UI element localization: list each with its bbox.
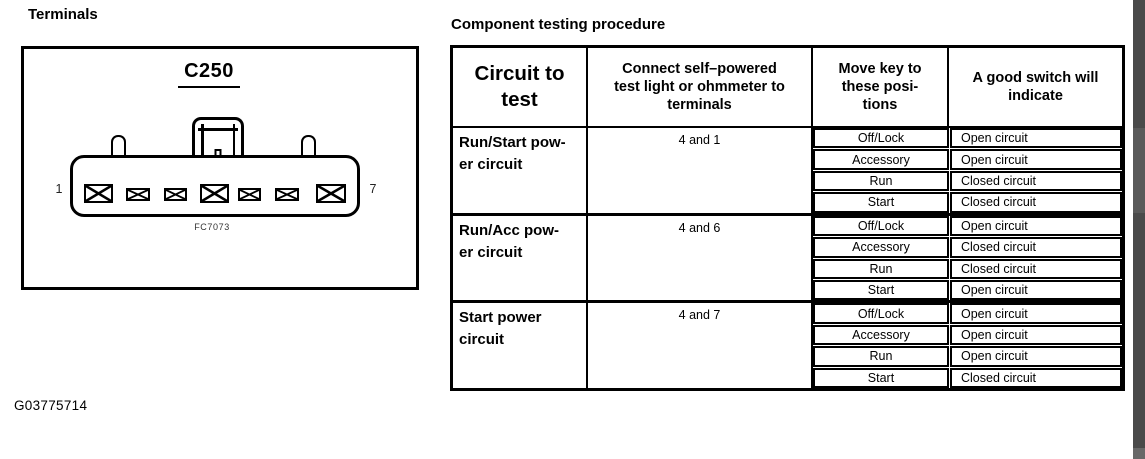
- key-position-cell: Accessory: [813, 324, 949, 346]
- scrollbar-thumb[interactable]: [1133, 128, 1145, 213]
- latch-left-rail: [201, 124, 204, 158]
- connector-name-label: C250: [178, 60, 240, 88]
- key-position-cell: Accessory: [813, 149, 949, 170]
- circuit-name-cell: Start power circuit: [453, 303, 588, 389]
- header-move-key: Move key to these posi- tions: [813, 48, 949, 126]
- terminal-pin-1: [84, 184, 113, 203]
- result-cell: Open circuit: [950, 149, 1122, 170]
- table-header-row: Circuit to test Connect self–powered tes…: [453, 48, 1122, 128]
- connector-latch: [192, 117, 244, 158]
- terminal-pin-4: [200, 184, 229, 203]
- header-connect-terminals: Connect self–powered test light or ohmme…: [588, 48, 813, 126]
- terminals-cell: 4 and 1: [588, 128, 813, 213]
- scrollbar-track[interactable]: [1133, 0, 1145, 459]
- connector-label-wrap: C250: [24, 60, 394, 88]
- header-circuit-to-test: Circuit to test: [453, 48, 588, 126]
- test-subrow: Accessory Open circuit: [813, 149, 1122, 170]
- result-cell: Open circuit: [950, 346, 1122, 367]
- result-cell: Open circuit: [950, 324, 1122, 346]
- terminal-pin-7: [316, 184, 346, 203]
- key-position-cell: Start: [813, 367, 949, 389]
- component-testing-table: Circuit to test Connect self–powered tes…: [450, 45, 1125, 391]
- table-row: Start power circuit 4 and 7 Off/Lock Ope…: [453, 303, 1122, 389]
- result-cell: Open circuit: [950, 279, 1122, 301]
- graphic-id-label: G03775714: [14, 398, 88, 413]
- key-position-cell: Start: [813, 279, 949, 301]
- terminals-cell: 4 and 7: [588, 303, 813, 389]
- key-position-cell: Off/Lock: [813, 303, 949, 324]
- terminal-pin-5: [238, 188, 261, 201]
- result-cell: Closed circuit: [950, 258, 1122, 279]
- key-position-cell: Run: [813, 258, 949, 279]
- terminals-section-title: Terminals: [28, 6, 98, 23]
- test-subrow: Accessory Closed circuit: [813, 237, 1122, 258]
- key-position-subrows: Off/Lock Open circuit Accessory Open cir…: [813, 128, 1122, 213]
- test-subrow: Start Closed circuit: [813, 367, 1122, 389]
- terminal-pin-3: [164, 188, 187, 201]
- key-position-cell: Off/Lock: [813, 215, 949, 237]
- terminal-pin-2: [126, 188, 150, 201]
- connector-right-tab: [301, 135, 316, 158]
- key-position-cell: Run: [813, 346, 949, 367]
- test-subrow: Run Closed circuit: [813, 170, 1122, 192]
- result-cell: Open circuit: [950, 215, 1122, 237]
- key-position-subrows: Off/Lock Open circuit Accessory Closed c…: [813, 215, 1122, 301]
- circuit-name-cell: Run/Start pow- er circuit: [453, 128, 588, 213]
- test-subrow: Off/Lock Open circuit: [813, 215, 1122, 237]
- test-subrow: Accessory Open circuit: [813, 324, 1122, 346]
- testing-procedure-title: Component testing procedure: [451, 16, 666, 33]
- latch-right-rail: [232, 124, 235, 158]
- latch-cross-bar: [198, 128, 238, 131]
- key-position-cell: Accessory: [813, 237, 949, 258]
- table-body: Run/Start pow- er circuit 4 and 1 Off/Lo…: [453, 128, 1122, 389]
- result-cell: Closed circuit: [950, 170, 1122, 192]
- pin-number-7: 7: [369, 182, 377, 196]
- test-subrow: Start Closed circuit: [813, 192, 1122, 213]
- result-cell: Open circuit: [950, 128, 1122, 149]
- circuit-name-cell: Run/Acc pow- er circuit: [453, 215, 588, 301]
- connector-diagram-box: C250 1 7: [21, 46, 419, 290]
- test-subrow: Run Closed circuit: [813, 258, 1122, 279]
- result-cell: Open circuit: [950, 303, 1122, 324]
- connector-left-tab: [111, 135, 126, 158]
- table-row: Run/Start pow- er circuit 4 and 1 Off/Lo…: [453, 128, 1122, 216]
- figure-code-label: FC7073: [194, 222, 230, 232]
- result-cell: Closed circuit: [950, 237, 1122, 258]
- key-position-subrows: Off/Lock Open circuit Accessory Open cir…: [813, 303, 1122, 389]
- terminals-cell: 4 and 6: [588, 215, 813, 301]
- result-cell: Closed circuit: [950, 192, 1122, 213]
- table-row: Run/Acc pow- er circuit 4 and 6 Off/Lock…: [453, 215, 1122, 304]
- latch-notch: [214, 149, 222, 158]
- scrollbar-bottom-cap: [1133, 448, 1145, 459]
- test-subrow: Start Open circuit: [813, 279, 1122, 301]
- test-subrow: Off/Lock Open circuit: [813, 303, 1122, 324]
- terminal-pin-6: [275, 188, 299, 201]
- result-cell: Closed circuit: [950, 367, 1122, 389]
- header-good-switch: A good switch will indicate: [972, 70, 1099, 104]
- pin-number-1: 1: [55, 182, 63, 196]
- key-position-cell: Run: [813, 170, 949, 192]
- key-position-cell: Start: [813, 192, 949, 213]
- test-subrow: Run Open circuit: [813, 346, 1122, 367]
- test-subrow: Off/Lock Open circuit: [813, 128, 1122, 149]
- key-position-cell: Off/Lock: [813, 128, 949, 149]
